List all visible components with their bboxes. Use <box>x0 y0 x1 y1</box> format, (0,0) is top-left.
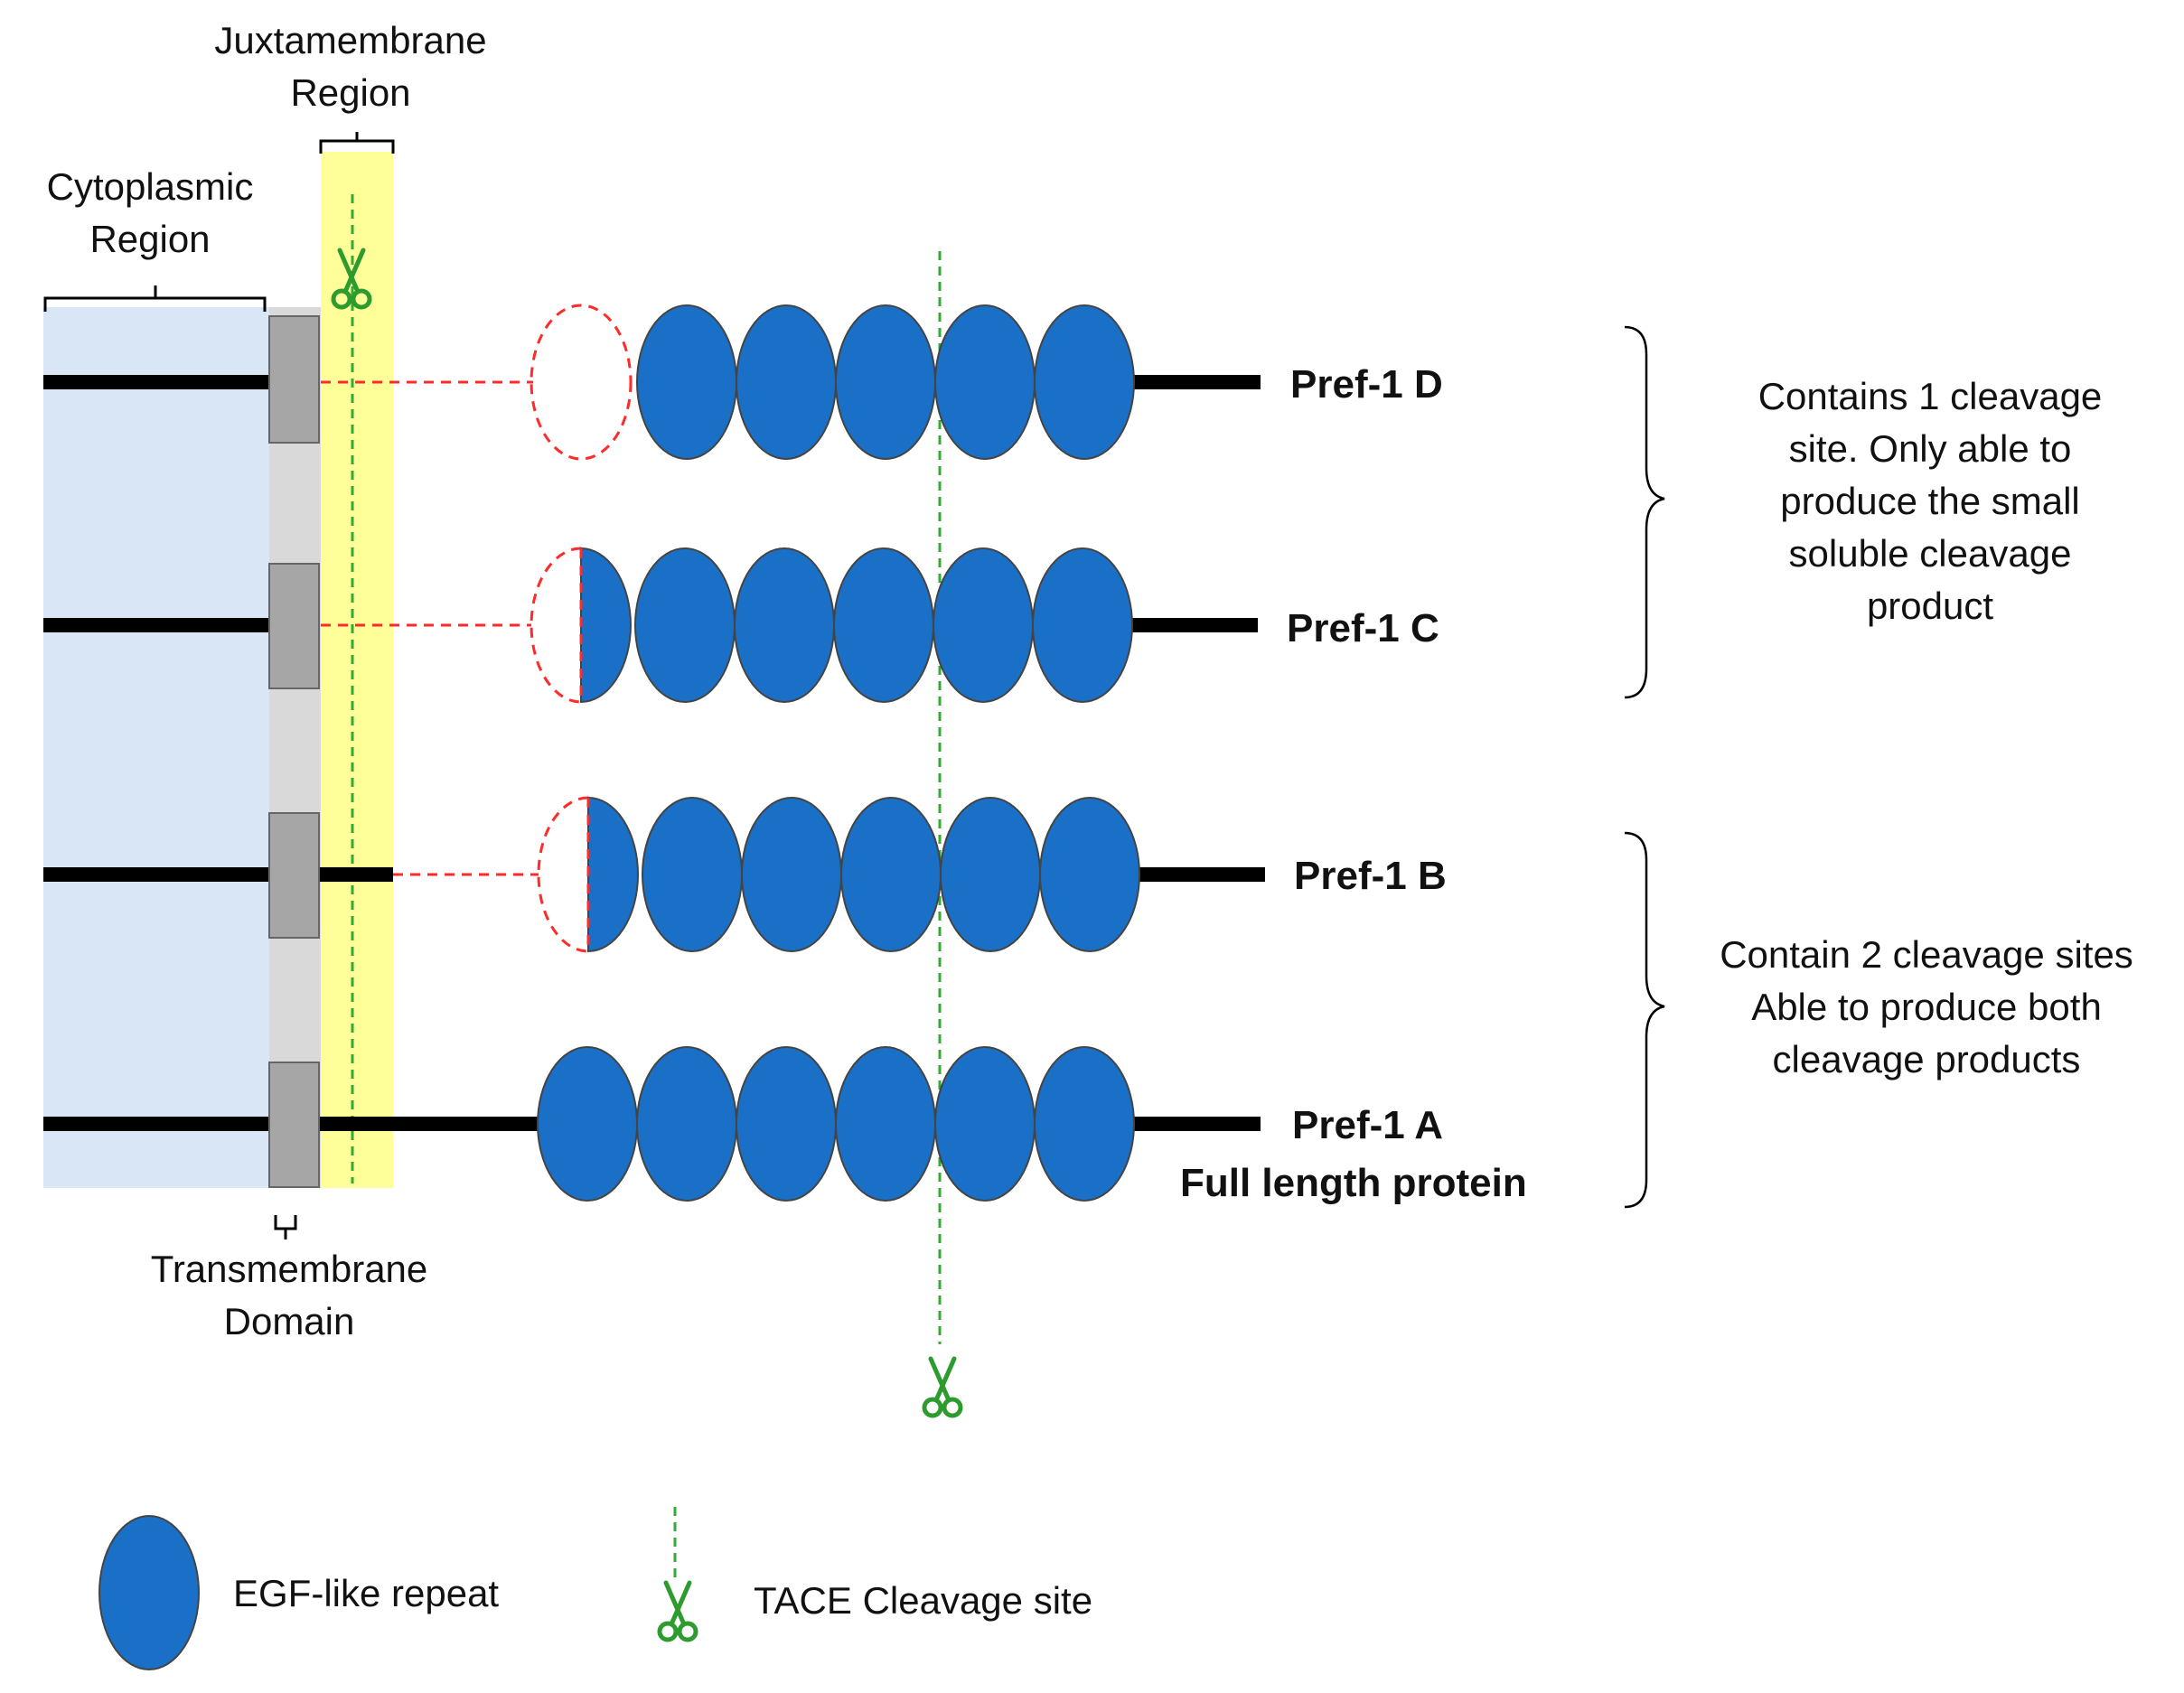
egf-repeat <box>1034 304 1135 460</box>
isoform-label-pref1-a: Pref-1 A <box>1292 1103 1444 1147</box>
transmembrane-bracket <box>274 1215 297 1239</box>
egf-repeat <box>636 1046 737 1202</box>
group-brace-one-site <box>1624 325 1665 699</box>
isoform-sublabel-full-length: Full length protein <box>1180 1161 1527 1205</box>
note-line: site. Only able to <box>1788 427 2072 470</box>
cytoplasmic-label-line2: Region <box>89 218 211 260</box>
isoform-pref1-c <box>43 547 1258 704</box>
egf-repeat <box>636 304 737 460</box>
cytoplasmic-label-line1: Cytoplasmic <box>46 165 254 208</box>
juxtamembrane-region-bg <box>321 152 393 1188</box>
juxtamembrane-bracket <box>319 132 395 154</box>
note-line: Contains 1 cleavage <box>1758 375 2103 417</box>
transmembrane-block <box>268 563 320 689</box>
note-line: Able to produce both <box>1751 986 2102 1028</box>
egf-repeat <box>736 1046 837 1202</box>
deleted-egf-repeat <box>530 304 633 461</box>
legend-egf-repeat-icon <box>98 1515 200 1670</box>
transmembrane-block <box>268 1062 320 1188</box>
isoform-label-pref1-c: Pref-1 C <box>1287 606 1439 650</box>
group-note-two-sites: Contain 2 cleavage sites Able to produce… <box>1655 929 2184 1086</box>
deleted-partial-egf-repeat <box>537 796 589 953</box>
group-note-one-site: Contains 1 cleavage site. Only able to p… <box>1659 370 2184 632</box>
cytoplasmic-region-bg <box>43 307 269 1188</box>
isoform-label-pref1-b: Pref-1 B <box>1294 854 1447 898</box>
legend-tace-label: TACE Cleavage site <box>754 1579 1093 1622</box>
egf-repeat <box>734 547 835 703</box>
egf-repeat <box>933 547 1034 703</box>
isoform-pref1-d <box>43 304 1261 461</box>
egf-repeat <box>537 1046 638 1202</box>
isoform-pref1-a <box>43 1046 1261 1202</box>
egf-repeat <box>835 304 936 460</box>
egf-repeat <box>934 304 1036 460</box>
transmembrane-region-bg <box>269 307 321 1188</box>
note-line: soluble cleavage <box>1788 532 2072 575</box>
transmembrane-label-line2: Domain <box>223 1300 355 1342</box>
egf-repeat <box>940 797 1041 952</box>
note-line: cleavage products <box>1772 1038 2081 1080</box>
cytoplasmic-label: Cytoplasmic Region <box>0 161 358 266</box>
legend-scissors-icon <box>660 1583 696 1640</box>
egf-repeat <box>833 547 934 703</box>
egf-repeat <box>835 1046 936 1202</box>
juxtamembrane-label-line1: Juxtamembrane <box>214 19 487 61</box>
isoform-pref1-b <box>43 796 1265 953</box>
isoform-label-pref1-d: Pref-1 D <box>1290 362 1443 407</box>
legend-egf-label: EGF-like repeat <box>233 1572 500 1614</box>
egf-repeat <box>934 1046 1036 1202</box>
partial-egf-repeat <box>580 547 632 704</box>
egf-repeat <box>1034 1046 1135 1202</box>
note-line: product <box>1866 585 1994 627</box>
transmembrane-label-line1: Transmembrane <box>150 1248 428 1290</box>
juxtamembrane-label: Juxtamembrane Region <box>143 14 558 119</box>
egf-repeat <box>1039 797 1140 952</box>
egf-repeat <box>840 797 942 952</box>
group-brace-two-sites <box>1624 831 1665 1209</box>
egf-repeat <box>736 304 837 460</box>
egf-repeat <box>1032 547 1133 703</box>
egf-repeat <box>642 797 743 952</box>
transmembrane-block <box>268 812 320 939</box>
ectodomain-scissors-icon <box>924 1359 961 1416</box>
juxtamembrane-label-line2: Region <box>290 71 411 114</box>
deleted-partial-egf-repeat <box>530 547 582 704</box>
egf-repeat <box>634 547 736 703</box>
egf-repeat <box>741 797 842 952</box>
transmembrane-block <box>268 315 320 444</box>
cytoplasmic-bracket <box>43 285 267 312</box>
note-line: produce the small <box>1780 480 2080 522</box>
transmembrane-label: Transmembrane Domain <box>81 1243 497 1348</box>
note-line: Contain 2 cleavage sites <box>1720 933 2133 976</box>
partial-egf-repeat <box>587 796 639 953</box>
